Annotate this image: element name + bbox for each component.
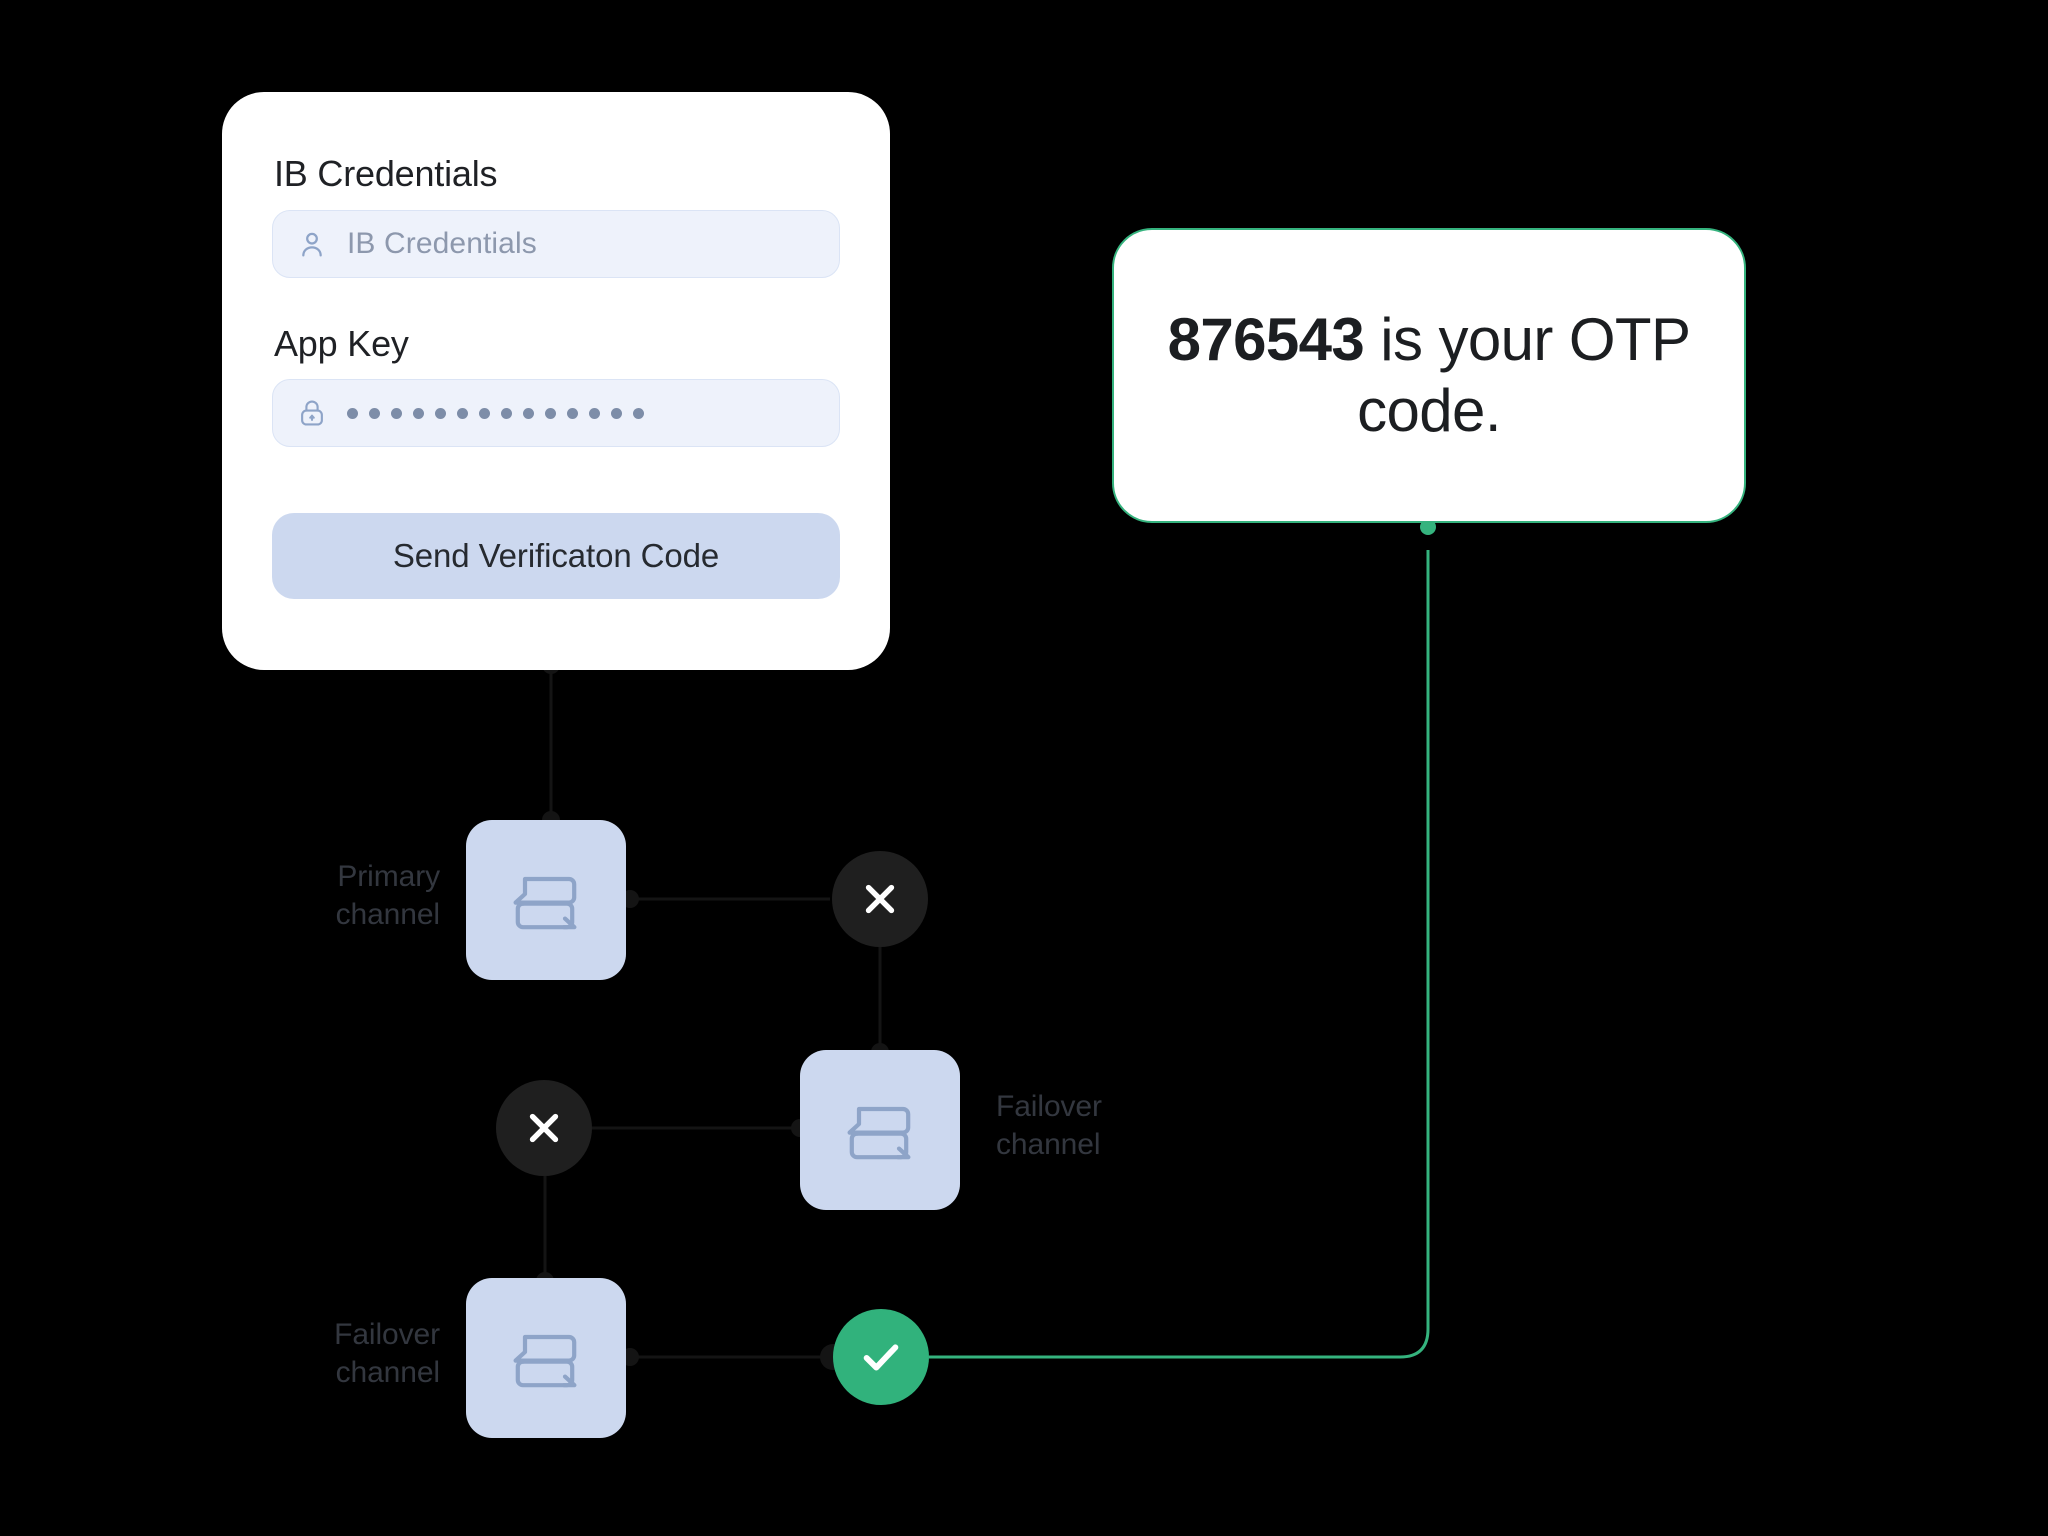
label-failover1-line2: channel [996,1128,1101,1162]
otp-message-text: 876543 is your OTP code. [1148,305,1710,447]
label-failover2-line2: channel [335,1356,440,1390]
ib-credentials-input[interactable]: IB Credentials [272,209,840,278]
otp-message-card: 876543 is your OTP code. [1112,228,1746,523]
badge-failover-2-success [833,1309,929,1405]
app-key-masked-value [347,407,644,419]
ib-credentials-label: IB Credentials [274,153,498,194]
lock-icon [295,396,329,430]
app-key-input[interactable] [272,379,840,448]
app-key-label: App Key [274,322,409,364]
otp-code: 876543 [1167,305,1365,373]
label-failover1-line1: Failover [996,1090,1102,1123]
node-failover-channel-1[interactable] [800,1050,960,1210]
label-primary-line2: channel [335,898,440,932]
user-icon [295,227,329,261]
otp-suffix: is your OTP code. [1357,305,1691,444]
label-failover-channel-2: Failover channel [250,1316,440,1393]
ib-credentials-placeholder: IB Credentials [347,226,537,260]
send-verification-code-button[interactable]: Send Verificaton Code [272,513,840,600]
label-failover-channel-1: Failover channel [996,1088,1216,1165]
label-failover2-line1: Failover [334,1318,440,1351]
badge-primary-failed [832,851,928,947]
node-primary-channel[interactable] [466,820,626,980]
label-primary-channel: Primary channel [250,858,440,935]
node-failover-channel-2[interactable] [466,1278,626,1438]
badge-failover-1-failed [496,1080,592,1176]
label-primary-line1: Primary [337,860,440,893]
credentials-card: IB Credentials IB Credentials App Key [222,92,890,670]
